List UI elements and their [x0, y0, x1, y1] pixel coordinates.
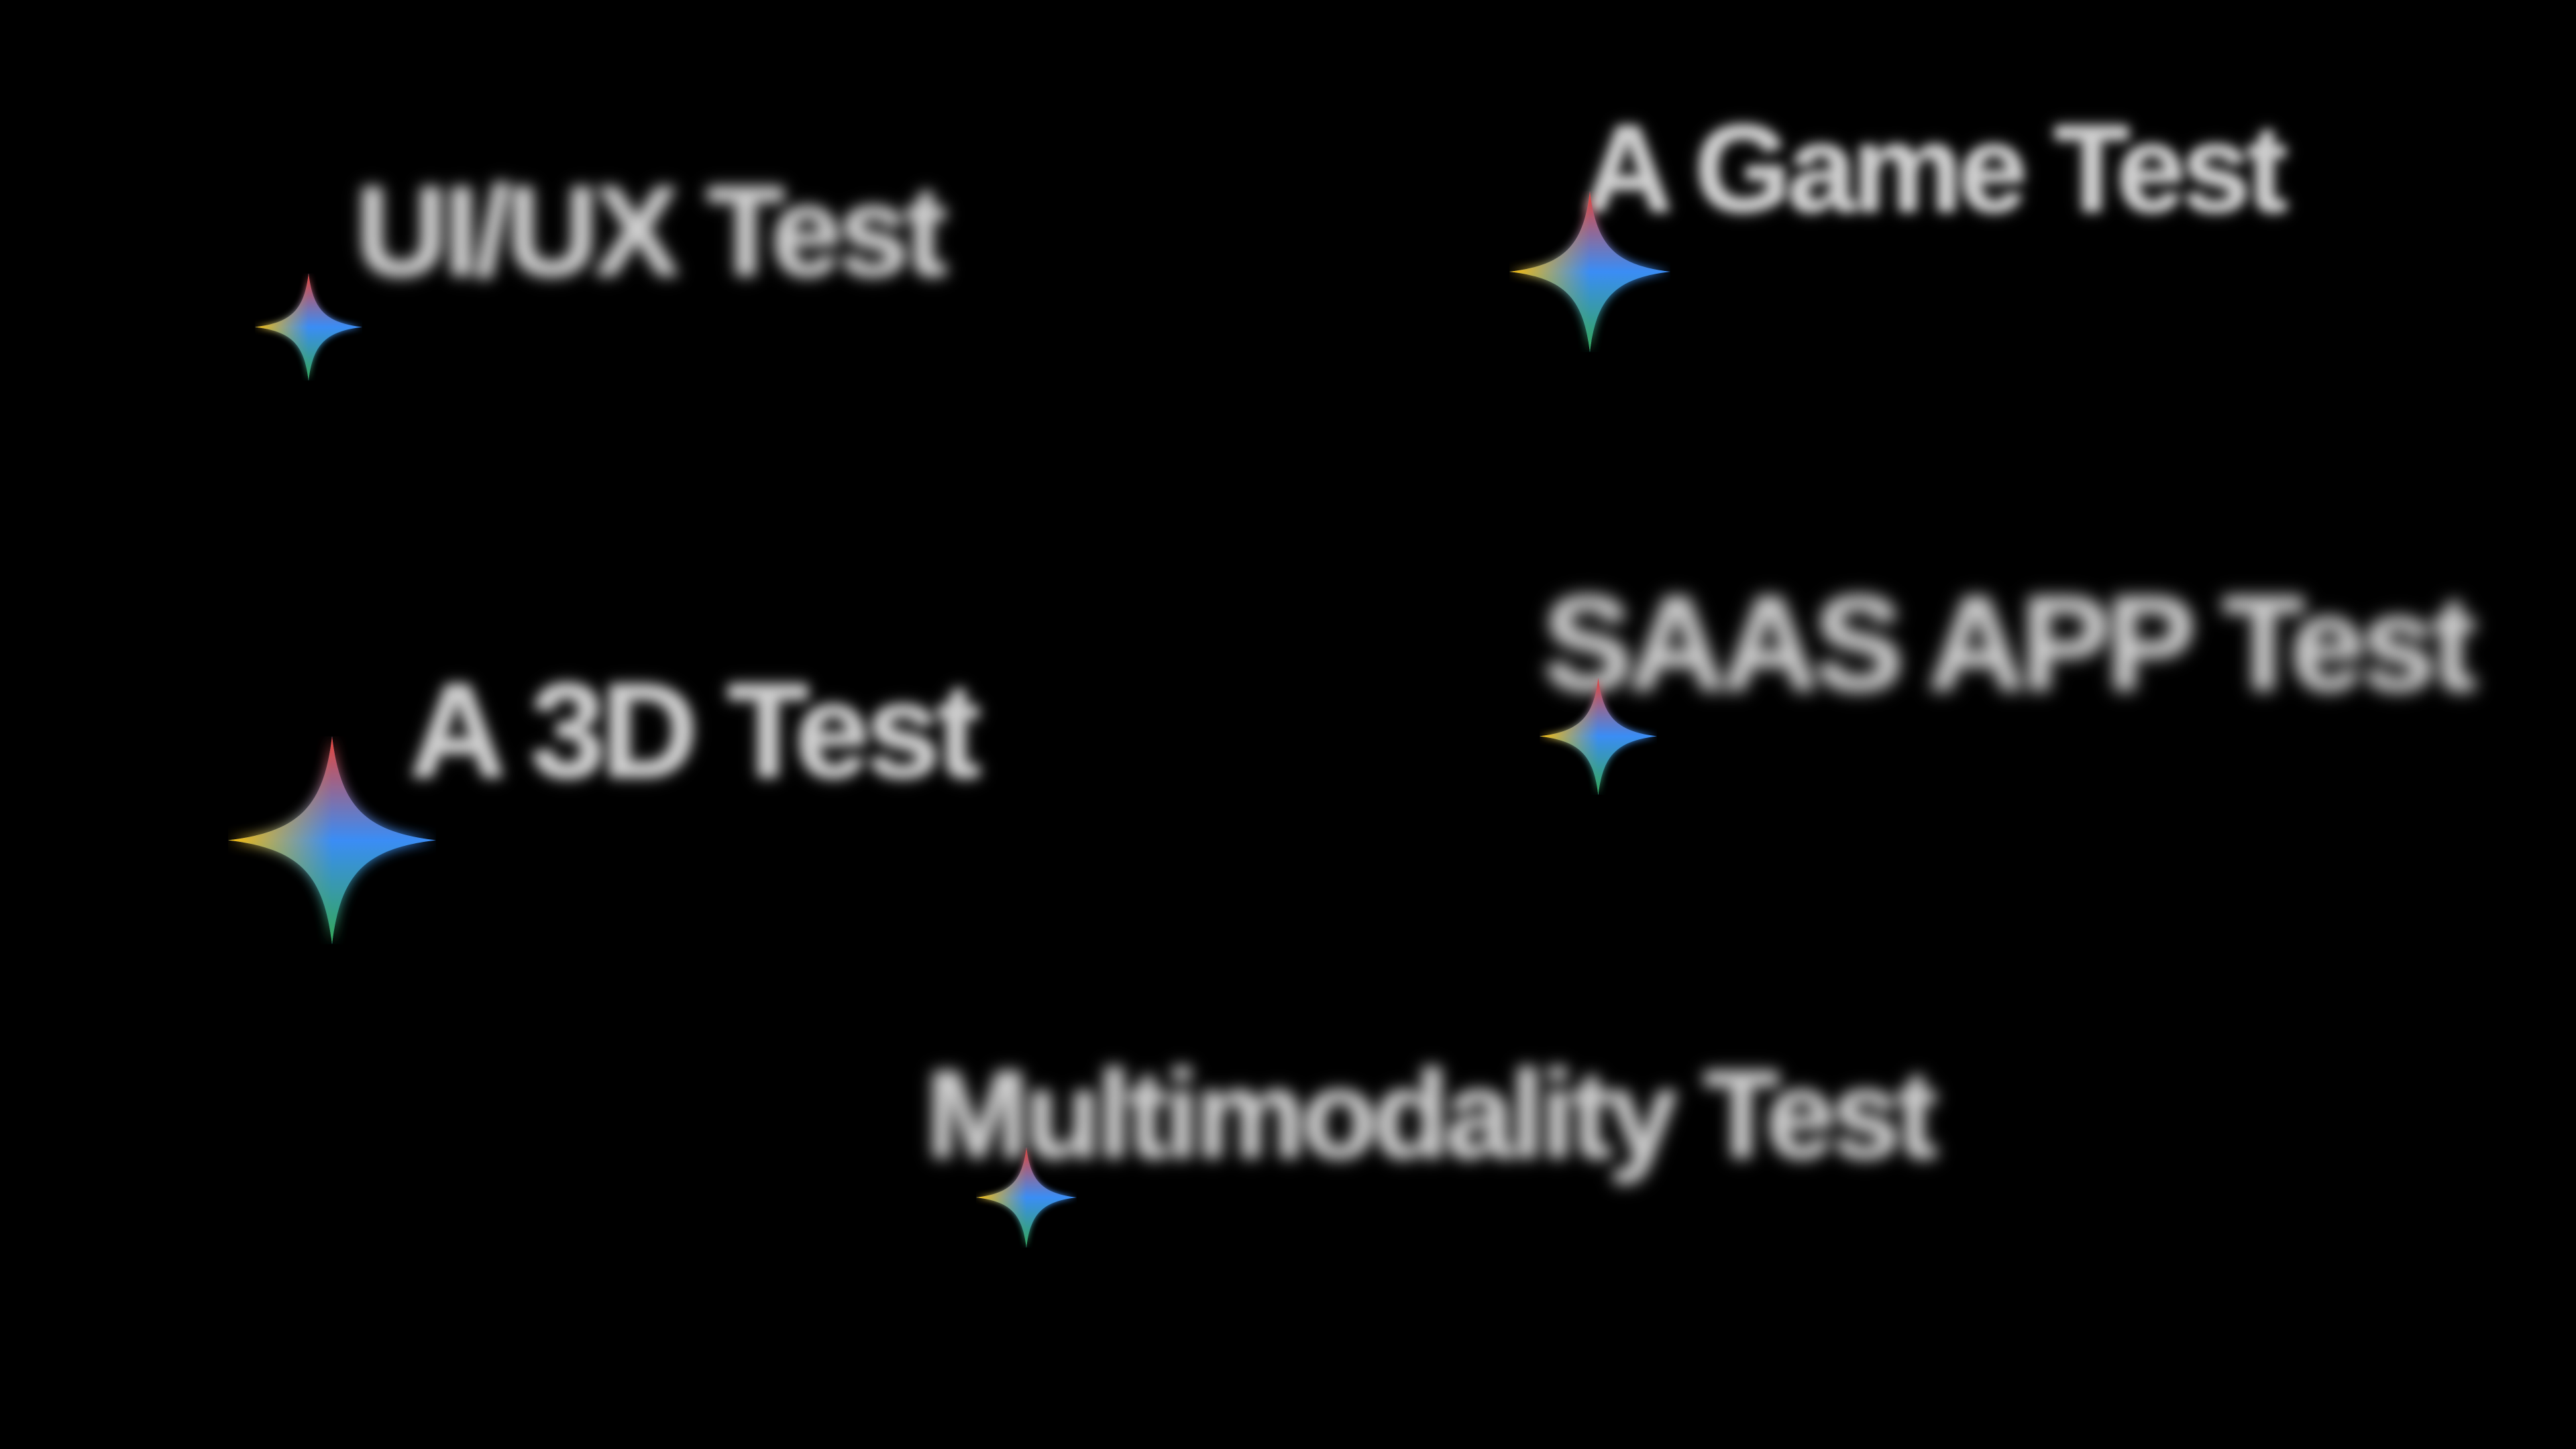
- four-point-sparkle-icon: [1509, 191, 1670, 352]
- label-game-test: A Game Test: [1583, 100, 2288, 238]
- four-point-sparkle-icon: [976, 1147, 1077, 1248]
- label-saas-app-test: SAAS APP Test: [1543, 569, 2476, 718]
- label-ui-ux-test: UI/UX Test: [356, 160, 947, 303]
- four-point-sparkle-icon: [255, 272, 362, 382]
- label-multimodality-test: Multimodality Test: [926, 1046, 1937, 1184]
- four-point-sparkle-icon: [1540, 678, 1657, 795]
- four-point-sparkle-icon: [228, 735, 436, 946]
- label-3d-test: A 3D Test: [409, 656, 981, 806]
